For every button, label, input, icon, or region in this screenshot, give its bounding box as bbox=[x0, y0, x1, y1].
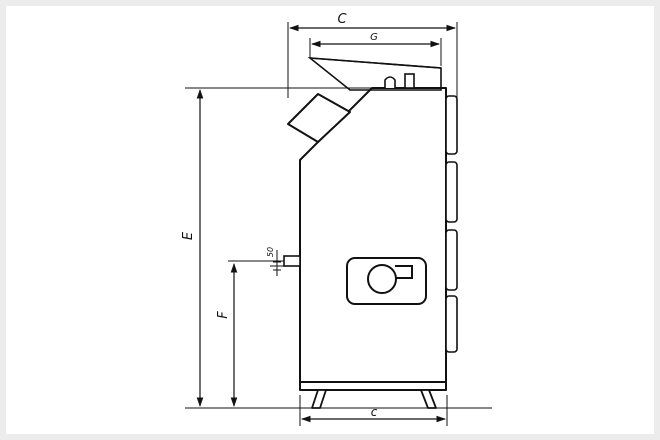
rear-panels bbox=[445, 95, 458, 353]
side-pipe-connection bbox=[270, 250, 301, 276]
top-fitting-square bbox=[404, 73, 415, 89]
inspection-window-tab bbox=[395, 265, 413, 279]
dimension-lines bbox=[196, 24, 456, 423]
rear-panel-3 bbox=[445, 229, 458, 291]
label-connection-height: F bbox=[216, 311, 231, 319]
top-fittings bbox=[384, 73, 415, 89]
label-overall-height: E bbox=[181, 231, 196, 240]
boiler-plinth bbox=[299, 381, 447, 391]
inspection-window-porthole bbox=[367, 264, 397, 294]
side-pipe bbox=[283, 255, 301, 267]
rear-panel-1 bbox=[445, 95, 458, 155]
label-base-depth: c bbox=[371, 405, 378, 419]
label-overall-depth: C bbox=[337, 12, 347, 27]
rear-panel-4 bbox=[445, 295, 458, 353]
boiler-body bbox=[287, 87, 447, 391]
label-pipe-size: 50 bbox=[266, 247, 275, 257]
boiler-leg-front bbox=[311, 389, 327, 409]
boiler-leg-rear bbox=[420, 389, 437, 409]
flue-outlet bbox=[287, 93, 351, 143]
inspection-window bbox=[346, 257, 427, 305]
label-top-depth: G bbox=[370, 32, 378, 43]
boiler-legs bbox=[311, 389, 437, 409]
top-fitting-round bbox=[384, 76, 396, 88]
top-lid bbox=[307, 57, 442, 91]
rear-panel-2 bbox=[445, 161, 458, 223]
